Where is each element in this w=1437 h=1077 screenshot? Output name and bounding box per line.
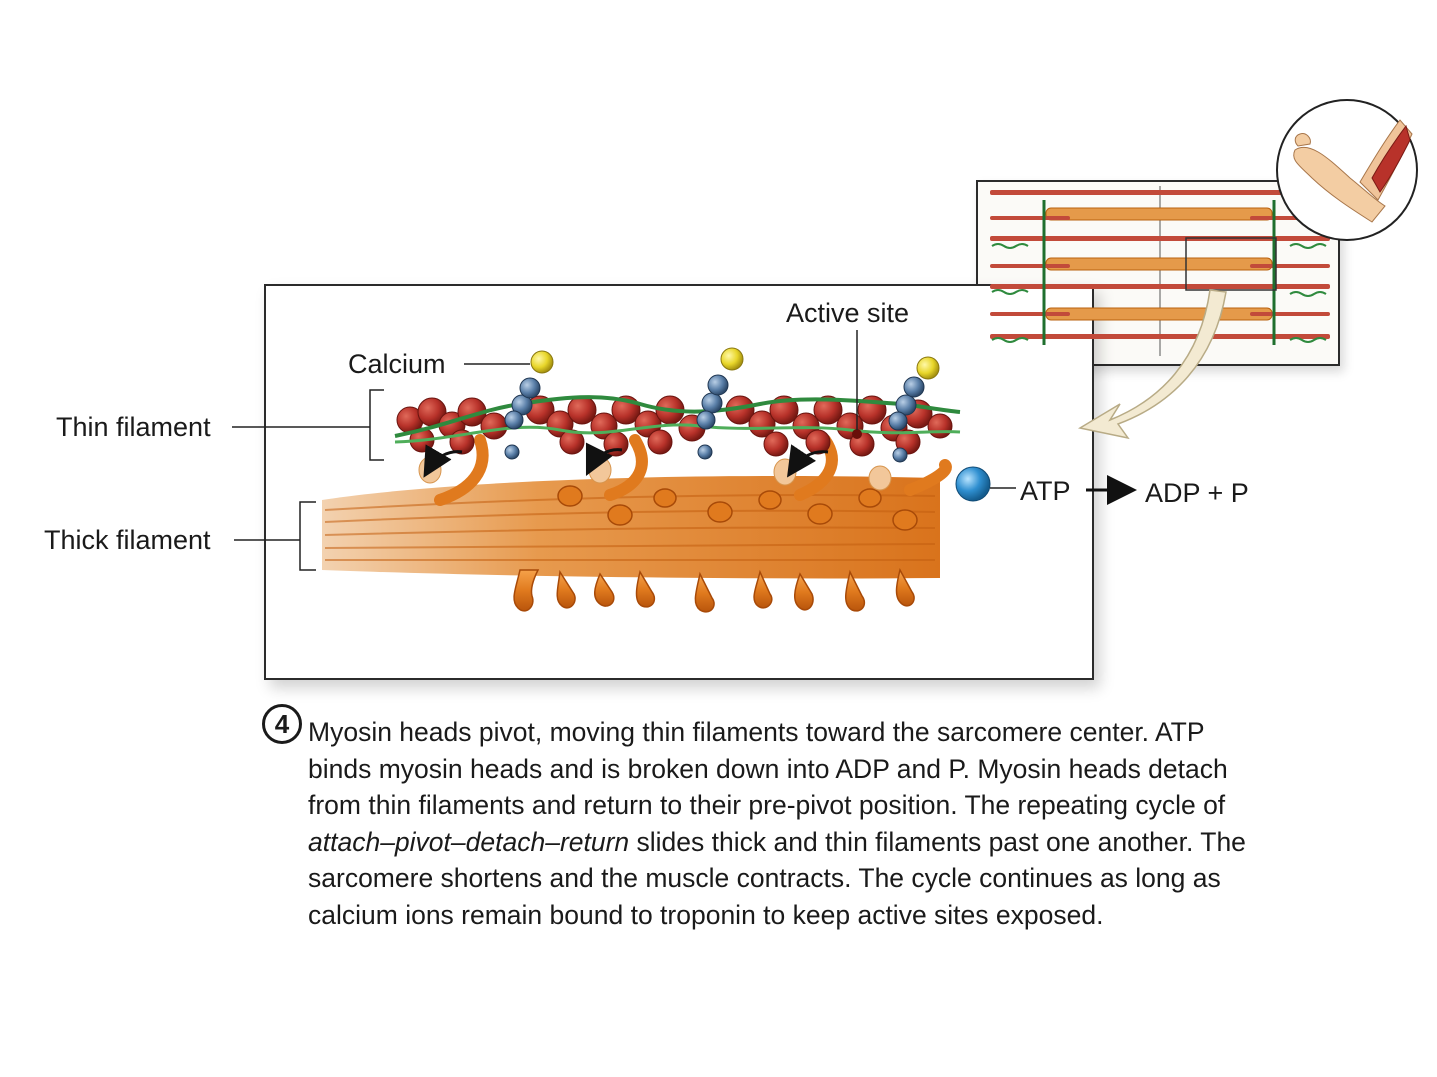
thick-filament xyxy=(322,434,952,613)
atp-molecule xyxy=(955,466,991,502)
calcium-label: Calcium xyxy=(348,349,446,379)
atp-label: ATP xyxy=(1020,476,1071,506)
caption-emphasis: attach–pivot–detach–return xyxy=(308,826,630,857)
thick-filament-label: Thick filament xyxy=(44,525,211,555)
active-site-label: Active site xyxy=(786,298,910,328)
thin-filament-label: Thin filament xyxy=(56,412,211,442)
adp-p-label: ADP + P xyxy=(1145,478,1249,508)
leader-lines xyxy=(232,330,1016,571)
thin-filament xyxy=(394,347,961,463)
zoom-arrow xyxy=(1077,289,1227,440)
sarcomere-illustration xyxy=(990,186,1330,356)
caption-text-1: Myosin heads pivot, moving thin filament… xyxy=(308,717,1228,820)
arm-thumbnail xyxy=(1276,99,1418,241)
step-number-badge: 4 xyxy=(262,704,302,744)
calcium-ion-2 xyxy=(720,347,744,371)
step-description: Myosin heads pivot, moving thin filament… xyxy=(308,714,1248,933)
pivot-arrows xyxy=(423,442,829,478)
calcium-ion-3 xyxy=(916,356,940,380)
calcium-ion-1 xyxy=(530,350,554,374)
caption-text-2: slides thick and thin filaments past one… xyxy=(308,826,1246,930)
